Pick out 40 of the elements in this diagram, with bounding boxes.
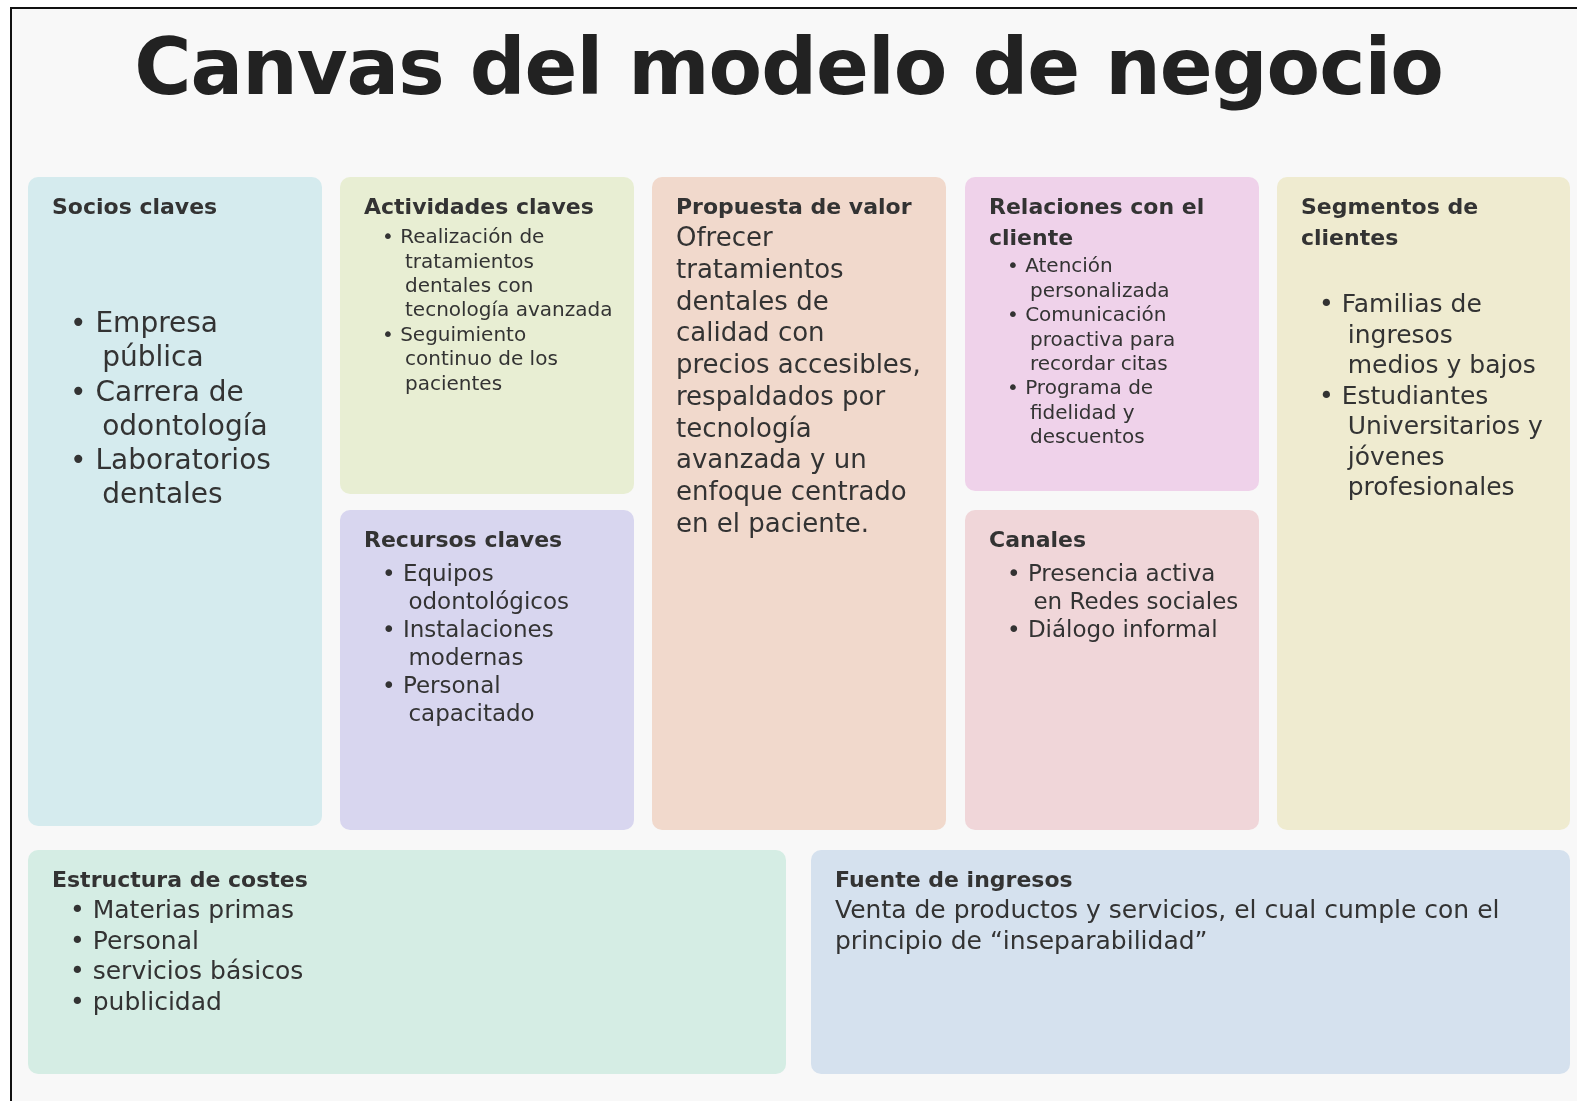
- bullet-item: • Programa de fidelidad y descuentos: [1007, 375, 1155, 449]
- block-heading: Segmentos de clientes: [1301, 193, 1480, 253]
- canvas-block: [811, 850, 1570, 1074]
- block-heading: Fuente de ingresos: [835, 866, 1074, 894]
- block-heading: Recursos claves: [364, 526, 564, 554]
- bullet-item: • Personal capacitado: [382, 671, 536, 728]
- canvas-block: [340, 510, 634, 830]
- block-heading: Propuesta de valor: [676, 193, 913, 221]
- bullet-item: • Realización de tratamientos dentales con tecnología avanzada: [382, 224, 614, 322]
- bullet-item: • Personal: [70, 925, 200, 957]
- block-text: Ofrecer tratamientos dentales de calidad con precios accesibles, respaldados por tecnología avanzada y un enfoque centrado en el paciente.: [676, 222, 922, 540]
- canvas-block: [965, 177, 1259, 491]
- block-heading: Canales: [989, 526, 1088, 554]
- bullet-item: • Instalaciones modernas: [382, 615, 555, 672]
- canvas-block: [965, 510, 1259, 830]
- bullet-item: • publicidad: [70, 986, 223, 1018]
- bullet-item: • Presencia activa en Redes sociales: [1007, 559, 1239, 616]
- block-heading: Estructura de costes: [52, 866, 309, 894]
- title: Canvas del modelo de negocio: [133, 22, 1444, 112]
- block-heading: Socios claves: [52, 193, 219, 221]
- canvas-block: [340, 177, 634, 494]
- bullet-item: • Seguimiento continuo de los pacientes: [382, 321, 559, 395]
- canvas-block: [28, 850, 786, 1074]
- bullet-item: • Familias de ingresos medios y bajos: [1319, 289, 1537, 381]
- block-heading: Relaciones con el cliente: [989, 193, 1206, 253]
- bullet-item: • Comunicación proactiva para recordar citas: [1007, 302, 1177, 376]
- canvas-block: [652, 177, 946, 830]
- bullet-item: • Atención personalizada: [1007, 253, 1171, 303]
- bullet-item: • Laboratorios dentales: [70, 442, 272, 512]
- block-heading: Actividades claves: [364, 193, 595, 221]
- canvas-block: [28, 177, 322, 826]
- bullet-item: • Empresa pública: [70, 306, 220, 375]
- bullet-item: • Equipos odontológicos: [382, 559, 570, 616]
- bullet-item: • Estudiantes Universitarios y jóvenes profesionales: [1319, 380, 1544, 503]
- bullet-item: • Materias primas: [70, 895, 296, 926]
- bullet-item: • Carrera de odontología: [70, 374, 269, 443]
- bullet-item: • servicios básicos: [70, 956, 305, 987]
- block-text: Venta de productos y servicios, el cual cumple con el principio de “inseparabilidad”: [835, 895, 1501, 957]
- bullet-item: • Diálogo informal: [1007, 615, 1219, 644]
- canvas-block: [1277, 177, 1570, 830]
